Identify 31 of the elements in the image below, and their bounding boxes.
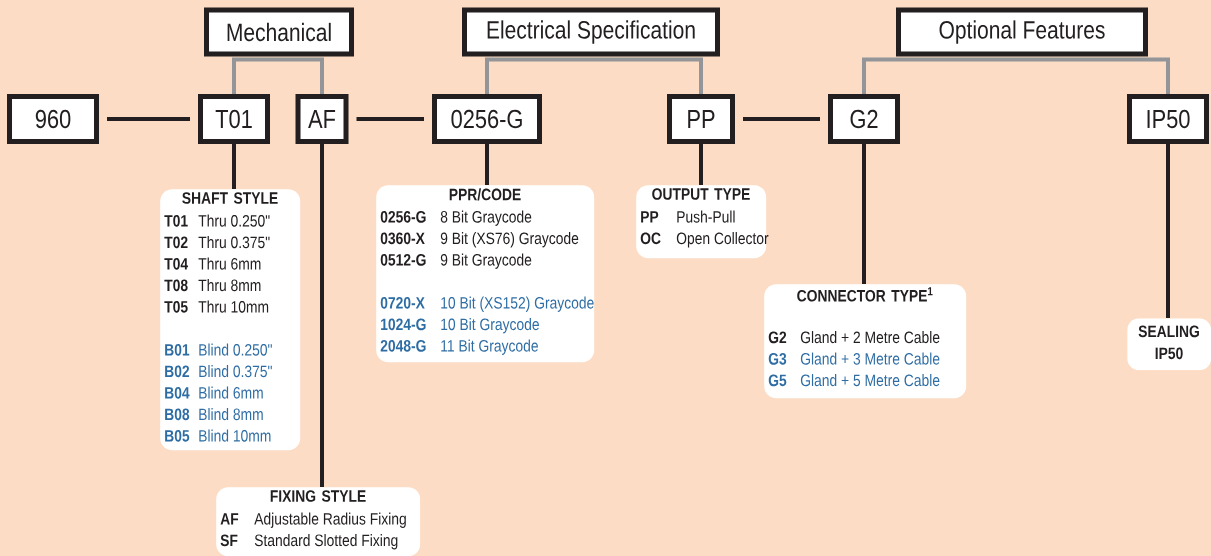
option-card: CONNECTOR TYPE$^{1}$ G2 Gland + 2 Metre Cable G3 Gland + 3 Metre Cable G5 Gland + 5 Metre Cable [764, 284, 967, 399]
code-box: G2 [828, 94, 900, 144]
option-card: SHAFT STYLE T01 Thru 0.250" T02 Thru 0.375" T04 Thru 6mm T08 Thru 8mm T05 Thru 10mm B01 Blind 0.250" B02 Blind 0.375" B04 Blind 6mm B08 Blind 8mm B05 Blind 10mm [160, 189, 301, 451]
heading-box: Mechanical [204, 7, 354, 57]
heading-box: Electrical Specification [462, 7, 720, 57]
bracket-line [279, 57, 324, 94]
option-card: SEALING IP50 [1127, 318, 1211, 371]
code-box: AF [295, 94, 349, 144]
option-card: OUTPUT TYPE PP Push-Pull OC Open Collector [636, 185, 769, 259]
option-card: PPR/CODE 0256-G 8 Bit Graycode 0360-X 9 Bit (XS76) Graycode 0512-G 9 Bit Graycode 0720-X 10 Bit (XS152) Graycode 1024-G 10 Bit Graycode 2048-G 11 Bit Graycode [376, 185, 595, 363]
connector-line [232, 144, 236, 189]
connector-line [699, 144, 703, 185]
bracket-line [862, 57, 1022, 94]
bracket-line [1022, 57, 1170, 94]
code-box: T01 [198, 94, 270, 144]
heading-box: Optional Features [896, 7, 1148, 57]
connector-line [743, 117, 820, 121]
bracket-line [232, 57, 279, 94]
connector-line [862, 144, 866, 284]
code-box: 960 [7, 94, 99, 144]
connector-line [485, 144, 489, 185]
connector-line [1166, 144, 1170, 318]
code-box: 0256-G [432, 94, 542, 144]
option-card: FIXING STYLE AF Adjustable Radius Fixing SF Standard Slotted Fixing [216, 487, 421, 556]
connector-line [107, 117, 190, 121]
bracket-line [591, 57, 703, 94]
code-box: IP50 [1127, 94, 1209, 144]
connector-line [320, 144, 324, 487]
code-box: PP [667, 94, 735, 144]
connector-line [356, 117, 424, 121]
bracket-line [485, 57, 591, 94]
